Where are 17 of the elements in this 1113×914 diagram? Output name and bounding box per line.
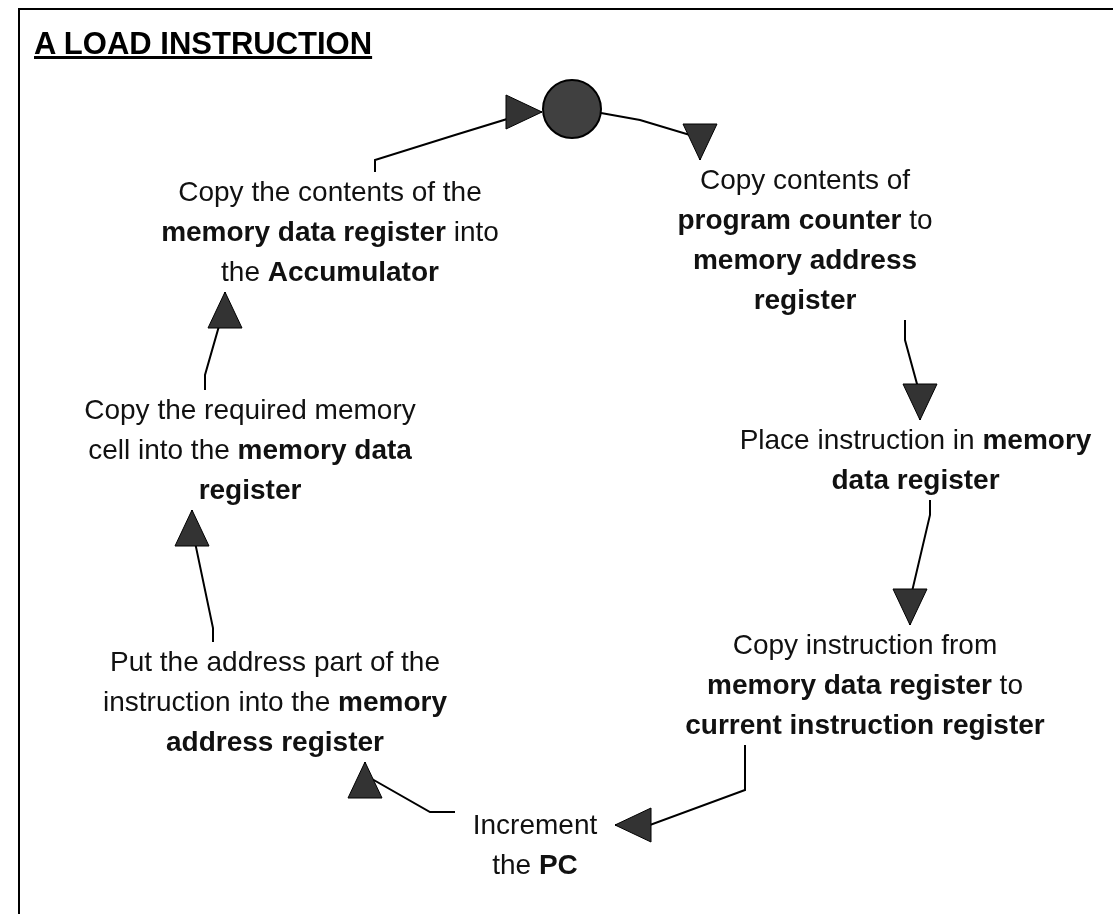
- step-text: Copy instruction from memory data register to current instruction register: [684, 628, 1046, 742]
- step-text: Increment the PC: [471, 808, 599, 882]
- arrow: [902, 319, 938, 421]
- arrow: [600, 112, 718, 161]
- step-text: Copy the required memory cell into the memory data register: [83, 393, 417, 507]
- step-text: Put the address part of the instruction into the memory address register: [102, 645, 448, 759]
- arrow: [374, 94, 543, 173]
- step-text: Copy the contents of the memory data register into the Accumulator: [160, 175, 500, 289]
- step-text: Place instruction in memory data register: [738, 423, 1093, 497]
- step-text: Copy contents of program counter to memory address register: [676, 163, 934, 317]
- arrow: [347, 761, 456, 813]
- arrow: [204, 291, 243, 391]
- arrow: [614, 744, 746, 843]
- arrow: [174, 509, 214, 643]
- start-circle: [542, 79, 602, 139]
- arrow: [892, 499, 931, 626]
- diagram-title: A LOAD INSTRUCTION: [34, 26, 373, 62]
